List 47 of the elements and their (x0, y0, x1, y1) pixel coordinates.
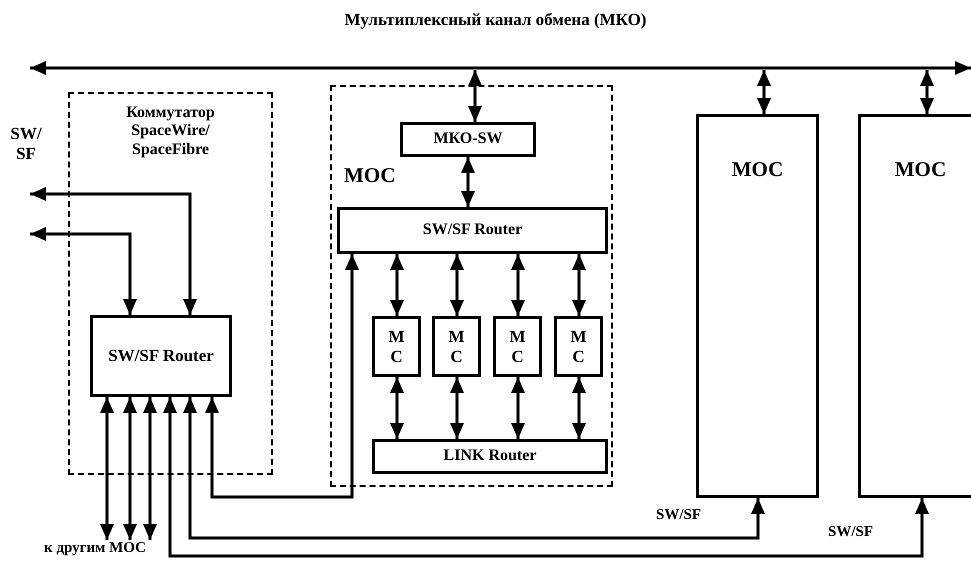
double-arrow (468, 70, 482, 122)
router-box (90, 315, 232, 397)
double-arrow (30, 227, 137, 315)
double-arrow (163, 397, 929, 558)
box-title: Мультиплексный канал обмена (МКО) (344, 10, 646, 30)
dashed-group-frame (330, 85, 613, 487)
double-arrow (30, 187, 197, 315)
double-arrow (100, 397, 114, 540)
box-title: МКО-SW (434, 130, 502, 149)
double-arrow (920, 70, 934, 114)
router-box (372, 316, 421, 377)
module-box (858, 114, 971, 498)
router-box (432, 316, 481, 377)
double-arrow (205, 254, 359, 498)
dashed-group-frame (68, 92, 273, 475)
double-arrow (450, 377, 464, 439)
double-arrow (390, 377, 404, 439)
double-arrow (461, 157, 475, 207)
double-arrow (511, 254, 525, 316)
double-arrow (572, 377, 586, 439)
double-arrow (757, 70, 771, 114)
double-arrow (572, 254, 586, 316)
router-box (554, 316, 603, 377)
port-label: SW/ SF (9, 124, 43, 164)
box-title: МОС (732, 157, 784, 182)
box-title: LINK Router (444, 447, 536, 466)
box-title: SW/SF Router (422, 221, 522, 240)
box-label: к другим МОС (43, 540, 147, 558)
double-arrow (450, 254, 464, 316)
double-arrow (390, 254, 404, 316)
module-box (696, 114, 819, 498)
box-title: МОС (894, 157, 946, 182)
box-title: МОС (344, 163, 396, 188)
router-box (400, 122, 536, 157)
box-title: SW/SF Router (108, 346, 214, 366)
box-title: М С (509, 326, 526, 366)
router-box (493, 316, 542, 377)
double-arrow (183, 397, 765, 540)
double-arrow (143, 397, 157, 540)
router-box (337, 207, 608, 254)
double-arrow (123, 397, 137, 540)
box-title: М С (570, 326, 587, 366)
box-title: М С (388, 326, 405, 366)
double-arrow (511, 377, 525, 439)
router-box (372, 439, 608, 474)
box-title: М С (448, 326, 465, 366)
box-title: Коммутатор SpaceWire/ SpaceFibre (125, 104, 216, 160)
